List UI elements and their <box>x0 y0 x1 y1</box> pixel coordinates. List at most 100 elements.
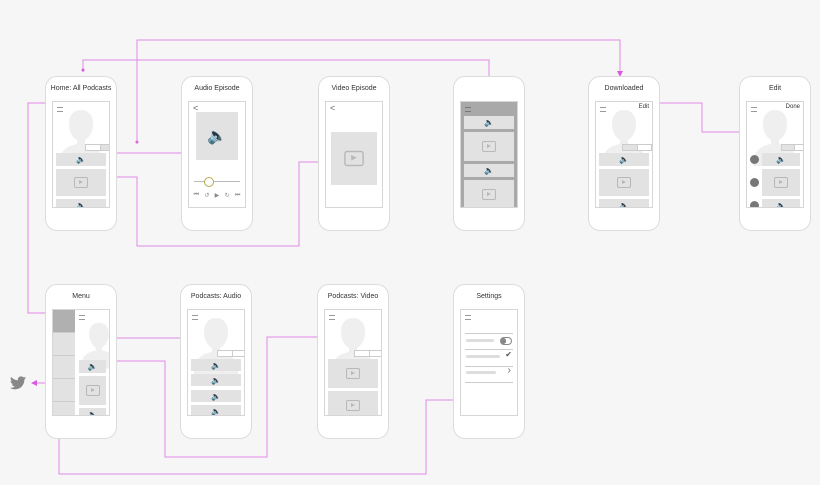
progress-slider[interactable] <box>194 181 240 182</box>
audio-artwork: 🔈 <box>196 112 238 160</box>
toggle-switch[interactable] <box>500 337 512 345</box>
video-card[interactable] <box>762 169 800 196</box>
menu-item-home[interactable] <box>53 310 75 333</box>
hamburger-menu-icon[interactable] <box>57 107 63 112</box>
speaker-icon: 🔈 <box>776 201 786 208</box>
wireframe-audio-episode: Audio Episode < 🔈 ⏮ ↺ ▶ ↻ ⏭ <box>181 76 253 231</box>
audio-card[interactable]: 🔈 <box>56 153 106 166</box>
play-icon <box>85 385 100 396</box>
edit-screen: Done 🔈 🔈 <box>746 101 804 208</box>
speaker-icon: 🔈 <box>87 410 98 416</box>
forward-icon[interactable]: ↻ <box>224 193 230 199</box>
wireframe-settings: Settings ✔ › <box>453 284 525 439</box>
delete-icon[interactable] <box>750 155 759 164</box>
hamburger-menu-icon[interactable] <box>751 107 757 112</box>
side-menu <box>53 310 75 415</box>
delete-icon[interactable] <box>750 178 759 187</box>
video-card[interactable] <box>464 132 514 161</box>
audio-card[interactable]: 🔈 <box>56 199 106 207</box>
slider-handle[interactable] <box>204 177 214 187</box>
audio-card[interactable]: 🔈 <box>191 405 241 416</box>
chevron-right-icon[interactable]: › <box>507 365 511 376</box>
screen-title: Podcasts: Video <box>327 293 379 300</box>
speaker-icon: 🔈 <box>619 201 629 208</box>
divider <box>465 333 513 334</box>
hamburger-menu-icon[interactable] <box>192 315 198 320</box>
video-card[interactable] <box>328 359 378 388</box>
play-icon[interactable]: ▶ <box>214 193 220 199</box>
back-icon[interactable]: < <box>193 103 199 113</box>
play-icon <box>617 177 631 188</box>
profile-silhouette-icon <box>753 110 797 166</box>
speaker-icon: 🔈 <box>776 155 786 164</box>
screen-title: Video Episode <box>331 85 377 92</box>
wireframe-video-episode: Video Episode < <box>318 76 390 231</box>
screen-title: Settings <box>476 293 502 300</box>
audio-card[interactable]: 🔈 <box>464 116 514 129</box>
home-screen: 🔈 🔈 <box>52 101 110 208</box>
divider <box>465 366 513 367</box>
hamburger-menu-icon[interactable] <box>465 107 471 112</box>
screen-title: Edit <box>768 85 782 92</box>
filter-toggle[interactable] <box>622 144 652 151</box>
profile-silhouette-icon <box>81 322 109 369</box>
done-button[interactable]: Done <box>785 104 800 110</box>
skip-forward-icon[interactable]: ⏭ <box>234 192 241 198</box>
speaker-icon: 🔈 <box>484 166 494 175</box>
screen-title: Podcasts: Audio <box>190 293 242 300</box>
hamburger-menu-icon[interactable] <box>600 107 606 112</box>
play-icon <box>482 141 496 152</box>
menu-item-twitter[interactable] <box>53 379 75 402</box>
wireframe-scroll-overlay: 🔈 🔈 <box>453 76 525 231</box>
filter-toggle[interactable] <box>781 144 803 151</box>
audio-card[interactable]: 🔈 <box>79 360 106 373</box>
settings-screen: ✔ › <box>460 309 518 416</box>
video-card[interactable] <box>56 169 106 196</box>
video-card[interactable] <box>599 169 649 196</box>
video-card[interactable] <box>328 391 378 415</box>
wireframe-menu: Menu 🔈 🔈 <box>45 284 117 439</box>
audio-card[interactable]: 🔈 <box>762 199 800 208</box>
screen-title: Menu <box>72 293 90 300</box>
audio-card[interactable]: 🔈 <box>762 153 800 166</box>
filter-toggle[interactable] <box>85 144 109 151</box>
play-icon <box>74 177 88 188</box>
filter-toggle[interactable] <box>354 350 381 357</box>
speaker-icon: 🔈 <box>211 375 221 385</box>
twitter-icon[interactable] <box>10 376 26 390</box>
speaker-icon: 🔈 <box>211 406 221 416</box>
filter-toggle[interactable] <box>217 350 244 357</box>
audio-card[interactable]: 🔈 <box>464 164 514 177</box>
hamburger-menu-icon[interactable] <box>465 315 471 320</box>
audio-card[interactable]: 🔈 <box>191 359 241 371</box>
audio-card[interactable]: 🔈 <box>79 408 106 416</box>
rewind-icon[interactable]: ↺ <box>204 193 210 199</box>
audio-card[interactable]: 🔈 <box>191 374 241 386</box>
podcasts-video-screen <box>324 309 382 416</box>
hamburger-menu-icon[interactable] <box>79 315 85 320</box>
profile-silhouette-icon <box>59 110 103 166</box>
menu-item-audio[interactable] <box>53 333 75 356</box>
delete-icon[interactable] <box>750 201 759 207</box>
downloaded-screen: Edit 🔈 🔈 <box>595 101 653 208</box>
hamburger-menu-icon[interactable] <box>329 315 335 320</box>
video-player[interactable] <box>331 132 377 185</box>
audio-card[interactable]: 🔈 <box>191 390 241 402</box>
wireframe-edit: Edit Done 🔈 🔈 <box>739 76 811 231</box>
menu-item-video[interactable] <box>53 356 75 379</box>
skip-back-icon[interactable]: ⏮ <box>193 192 200 198</box>
setting-label-placeholder <box>466 355 500 358</box>
edit-button[interactable]: Edit <box>638 104 649 110</box>
play-icon <box>774 177 788 188</box>
audio-card[interactable]: 🔈 <box>599 153 649 166</box>
video-card[interactable] <box>79 376 106 405</box>
audio-episode-screen: < 🔈 ⏮ ↺ ▶ ↻ ⏭ <box>188 101 246 208</box>
play-icon <box>346 400 360 411</box>
back-icon[interactable]: < <box>330 103 336 113</box>
checkmark-icon[interactable]: ✔ <box>505 350 512 359</box>
video-card[interactable] <box>464 180 514 207</box>
podcasts-audio-screen: 🔈 🔈 🔈 🔈 <box>187 309 245 416</box>
menu-item-settings[interactable] <box>53 402 75 415</box>
speaker-icon: 🔈 <box>211 391 221 401</box>
audio-card[interactable]: 🔈 <box>599 199 649 208</box>
